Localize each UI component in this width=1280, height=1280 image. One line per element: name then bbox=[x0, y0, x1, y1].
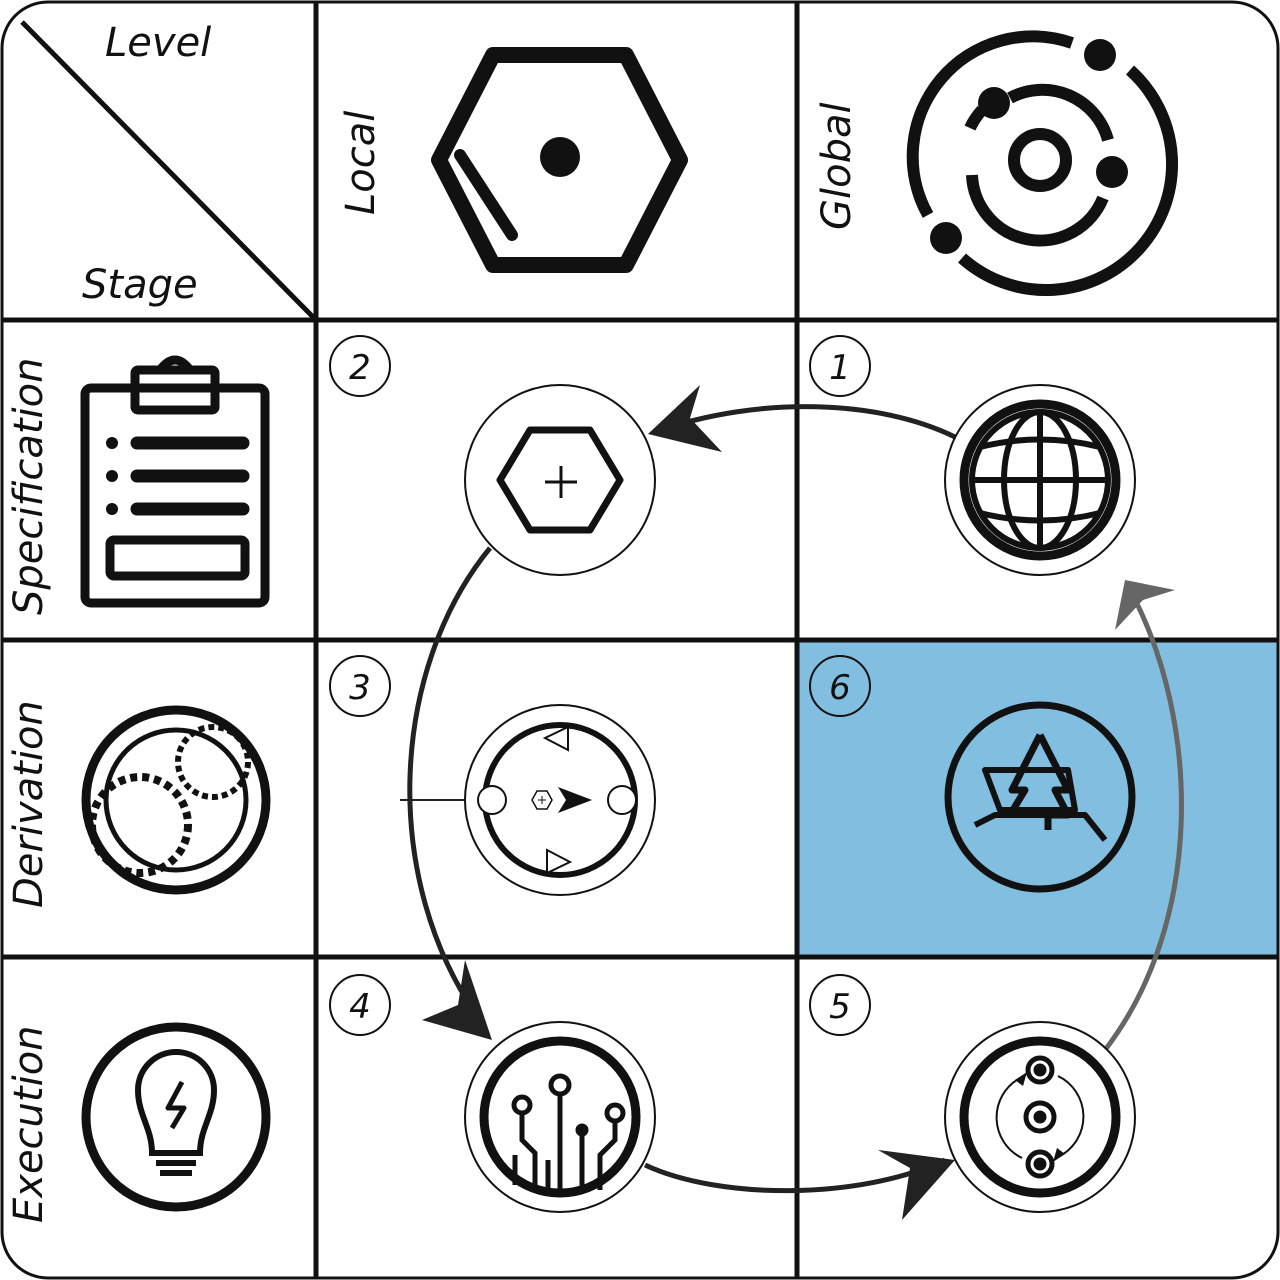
column-label-global: Global bbox=[814, 102, 860, 230]
row-label-specification: Specification bbox=[6, 358, 52, 615]
arrow-2-to-4 bbox=[407, 546, 492, 1022]
arrowhead-2-to-4 bbox=[422, 960, 492, 1040]
node-3 bbox=[464, 704, 656, 896]
row-label-derivation: Derivation bbox=[6, 700, 52, 908]
step-number-3: 3 bbox=[349, 668, 371, 708]
step-badge-3: 3 bbox=[329, 655, 391, 717]
hexagon-dot-icon bbox=[431, 47, 688, 273]
arrowhead-5-to-1 bbox=[1115, 580, 1175, 630]
corner-diagonal bbox=[20, 20, 316, 320]
arrowhead-1-to-2 bbox=[648, 385, 722, 452]
step-badge-1: 1 bbox=[809, 335, 871, 397]
arrow-heads bbox=[422, 385, 1175, 1220]
mountain-trees-icon bbox=[944, 701, 1136, 893]
clipboard-list-icon bbox=[80, 355, 270, 608]
column-label-local: Local bbox=[338, 111, 384, 215]
step-number-1: 1 bbox=[829, 348, 851, 388]
step-badge-4: 4 bbox=[329, 974, 391, 1036]
rotation-cycle-icon bbox=[959, 1036, 1121, 1198]
circuit-icon bbox=[479, 1036, 641, 1198]
step-badge-6: 6 bbox=[809, 655, 871, 717]
step-number-5: 5 bbox=[829, 987, 851, 1027]
stage-label: Stage bbox=[82, 262, 198, 308]
step-number-2: 2 bbox=[349, 348, 371, 388]
arrow-5-to-1 bbox=[1103, 588, 1184, 1052]
row-label-execution: Execution bbox=[6, 1025, 52, 1223]
highlight-cell-global-derivation bbox=[797, 640, 1278, 957]
derivation-cycle-icon bbox=[477, 722, 638, 878]
step-number-6: 6 bbox=[829, 668, 851, 708]
step-badge-5: 5 bbox=[809, 974, 871, 1036]
step-badges: 1 2 3 4 5 6 bbox=[329, 335, 871, 1036]
orbit-system-icon bbox=[906, 30, 1178, 297]
arrow-1-to-2 bbox=[654, 404, 957, 440]
step-number-4: 4 bbox=[349, 987, 371, 1027]
arrowhead-4-to-5 bbox=[878, 1150, 955, 1220]
globe-icon bbox=[959, 399, 1121, 561]
hexagon-plus-icon bbox=[496, 426, 624, 534]
lightbulb-icon bbox=[81, 1022, 271, 1212]
step-badge-2: 2 bbox=[329, 335, 391, 397]
gears-icon bbox=[81, 705, 271, 895]
level-label: Level bbox=[105, 20, 211, 66]
